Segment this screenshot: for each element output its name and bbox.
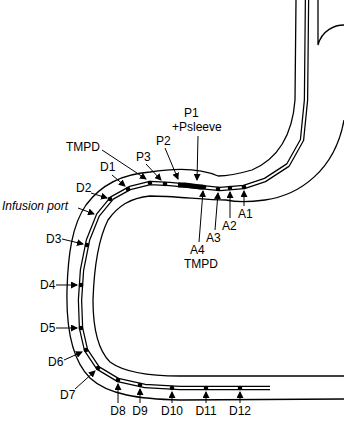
sensor-label: A4 <box>190 243 205 257</box>
sensor-label: TMPD <box>184 257 218 271</box>
sensor-label: A2 <box>222 219 237 233</box>
sensor-label: D9 <box>132 404 147 418</box>
sensor-label: D2 <box>76 181 91 195</box>
sensor-label: +Psleeve <box>172 120 222 134</box>
sensor-label: TMPD <box>66 140 100 154</box>
sensor-ports <box>79 181 247 391</box>
sensor-label: D11 <box>195 404 216 418</box>
sensor-label: D4 <box>40 278 55 292</box>
sensor-label: D8 <box>110 404 125 418</box>
sensor-label: Infusion port <box>2 199 68 213</box>
sensor-label: D6 <box>48 355 63 369</box>
sensor-label: D10 <box>161 404 183 418</box>
catheter <box>80 0 307 388</box>
sensor-label: P2 <box>156 134 171 148</box>
sensor-label: A1 <box>238 207 253 221</box>
leader-lines <box>56 136 244 403</box>
sensor-label: D12 <box>229 404 251 418</box>
sensor-label: P3 <box>136 150 151 164</box>
sensor-label: D3 <box>46 232 61 246</box>
sensor-label: A3 <box>206 231 221 245</box>
sensor-label: D7 <box>60 388 75 402</box>
sleeve-sensor <box>178 185 203 187</box>
sensor-label: D1 <box>100 160 115 174</box>
sensor-label: P1 <box>184 106 199 120</box>
sensor-label: D5 <box>40 321 55 335</box>
